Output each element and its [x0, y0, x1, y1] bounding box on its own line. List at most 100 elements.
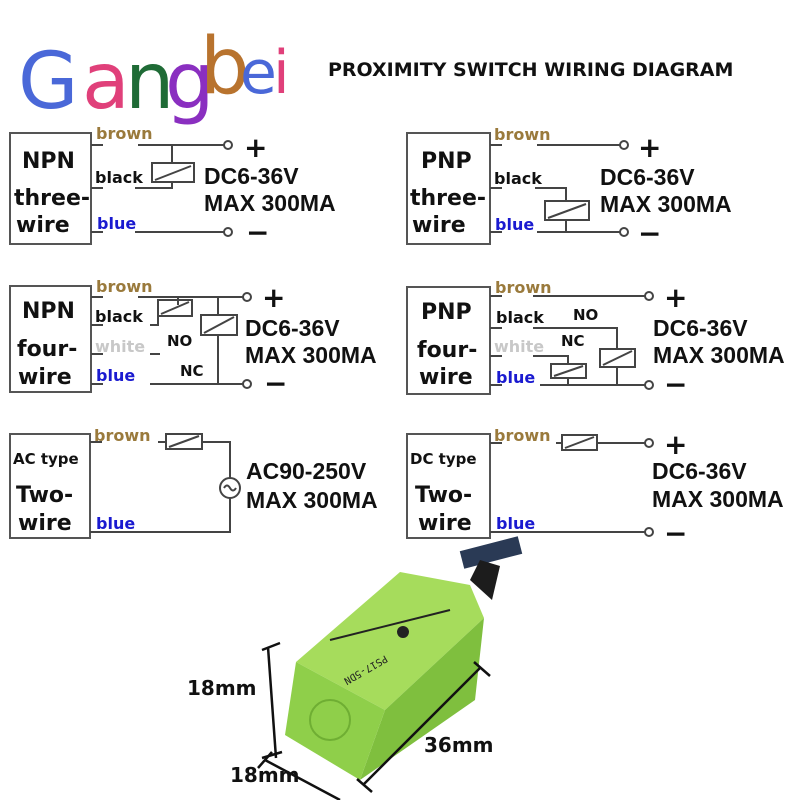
sensor-image: PS17-5DN 18mm 18mm 36mm	[187, 536, 523, 800]
relay-coil-icon	[561, 434, 598, 451]
panel-pnp-three-wire: PNP three- wire brown black blue + − DC6…	[406, 125, 732, 250]
terminal-icon	[644, 527, 654, 537]
type-label: AC type	[13, 450, 79, 468]
wire-label-brown: brown	[94, 426, 151, 445]
type-label: Two-	[415, 483, 472, 508]
type-label: wire	[412, 213, 466, 238]
wire-label-white: white	[95, 337, 145, 356]
type-label: PNP	[421, 149, 472, 174]
type-label: four-	[417, 338, 477, 363]
relay-coil-icon	[157, 299, 193, 317]
wire-label-blue: blue	[495, 215, 534, 234]
spec-voltage: DC6-36V	[652, 458, 747, 484]
wire-label-black: black	[95, 168, 143, 187]
dimension-width: 18mm	[230, 763, 300, 787]
type-label: wire	[18, 365, 72, 390]
relay-coil-icon	[151, 162, 195, 183]
wire-label-brown: brown	[96, 124, 153, 143]
minus-sign: −	[638, 217, 661, 250]
wire-label-black: black	[95, 307, 143, 326]
terminal-icon	[223, 227, 233, 237]
logo-letter: e	[240, 38, 277, 108]
plus-sign: +	[262, 281, 285, 314]
terminal-icon	[242, 292, 252, 302]
page-title: PROXIMITY SWITCH WIRING DIAGRAM	[328, 59, 733, 81]
spec-current: MAX 300MA	[246, 487, 378, 513]
wire-label-brown: brown	[494, 125, 551, 144]
wire-label-blue: blue	[496, 514, 535, 533]
logo: G a n g b e i	[18, 22, 290, 127]
terminal-icon	[242, 379, 252, 389]
wire-label-black: black	[494, 169, 542, 188]
panel-dc-two-wire: DC type Two- wire brown blue + − DC6-36V…	[406, 426, 784, 550]
nc-label: NC	[180, 362, 204, 380]
no-label: NO	[573, 306, 598, 324]
minus-sign: −	[246, 216, 269, 249]
plus-sign: +	[664, 428, 687, 461]
wire-label-blue: blue	[97, 214, 136, 233]
type-label: DC type	[410, 450, 477, 468]
spec-voltage: DC6-36V	[600, 164, 695, 190]
panel-pnp-four-wire: PNP four- wire brown black white blue + …	[406, 278, 785, 401]
relay-coil-icon	[599, 348, 636, 368]
dimension-height: 18mm	[187, 676, 257, 700]
terminal-icon	[644, 380, 654, 390]
wire-label-white: white	[494, 337, 544, 356]
type-label: PNP	[421, 300, 472, 325]
spec-voltage: DC6-36V	[204, 163, 299, 189]
wire-label-black: black	[496, 308, 544, 327]
type-label: wire	[18, 511, 72, 536]
relay-coil-icon	[544, 200, 590, 221]
wire-label-blue: blue	[96, 514, 135, 533]
logo-letter: g	[165, 37, 215, 127]
wire-label-brown: brown	[96, 277, 153, 296]
wire-label-blue: blue	[496, 368, 535, 387]
logo-letter: a	[82, 37, 130, 127]
spec-voltage: DC6-36V	[653, 315, 748, 341]
wire-label-brown: brown	[494, 426, 551, 445]
spec-voltage: DC6-36V	[245, 315, 340, 341]
panel-ac-two-wire: AC type Two- wire brown blue AC90-250V M…	[9, 426, 378, 539]
type-label: Two-	[16, 483, 73, 508]
spec-current: MAX 300MA	[652, 486, 784, 512]
spec-current: MAX 300MA	[600, 191, 732, 217]
terminal-icon	[223, 140, 233, 150]
type-label: wire	[16, 213, 70, 238]
plus-sign: +	[664, 281, 687, 314]
relay-coil-icon	[550, 363, 587, 379]
cable	[459, 536, 523, 569]
indicator-led-icon	[397, 626, 409, 638]
wire-label-blue: blue	[96, 366, 135, 385]
spec-current: MAX 300MA	[204, 190, 336, 216]
type-label: NPN	[22, 149, 75, 174]
relay-coil-icon	[200, 314, 238, 336]
type-label: NPN	[22, 299, 75, 324]
logo-letter: b	[200, 22, 250, 112]
terminal-icon	[619, 227, 629, 237]
relay-coil-icon	[165, 433, 203, 450]
minus-sign: −	[664, 517, 687, 550]
plus-sign: +	[638, 131, 661, 164]
type-label: three-	[14, 186, 90, 211]
panel-npn-four-wire: NPN four- wire brown black white blue + …	[9, 277, 377, 400]
type-label: four-	[17, 337, 77, 362]
dimension-length: 36mm	[424, 733, 494, 757]
plus-sign: +	[244, 131, 267, 164]
wire-label-brown: brown	[495, 278, 552, 297]
nc-label: NC	[561, 332, 585, 350]
no-label: NO	[167, 332, 192, 350]
logo-letter: G	[18, 37, 78, 127]
type-label: wire	[419, 365, 473, 390]
spec-voltage: AC90-250V	[246, 458, 367, 484]
terminal-icon	[619, 140, 629, 150]
minus-sign: −	[264, 367, 287, 400]
panel-npn-three-wire: NPN three- wire brown black blue + − DC6…	[9, 124, 336, 249]
terminal-icon	[644, 291, 654, 301]
spec-current: MAX 300MA	[653, 342, 785, 368]
minus-sign: −	[664, 368, 687, 401]
spec-current: MAX 300MA	[245, 342, 377, 368]
type-label: three-	[410, 186, 486, 211]
logo-letter: i	[273, 38, 290, 108]
terminal-icon	[644, 438, 654, 448]
